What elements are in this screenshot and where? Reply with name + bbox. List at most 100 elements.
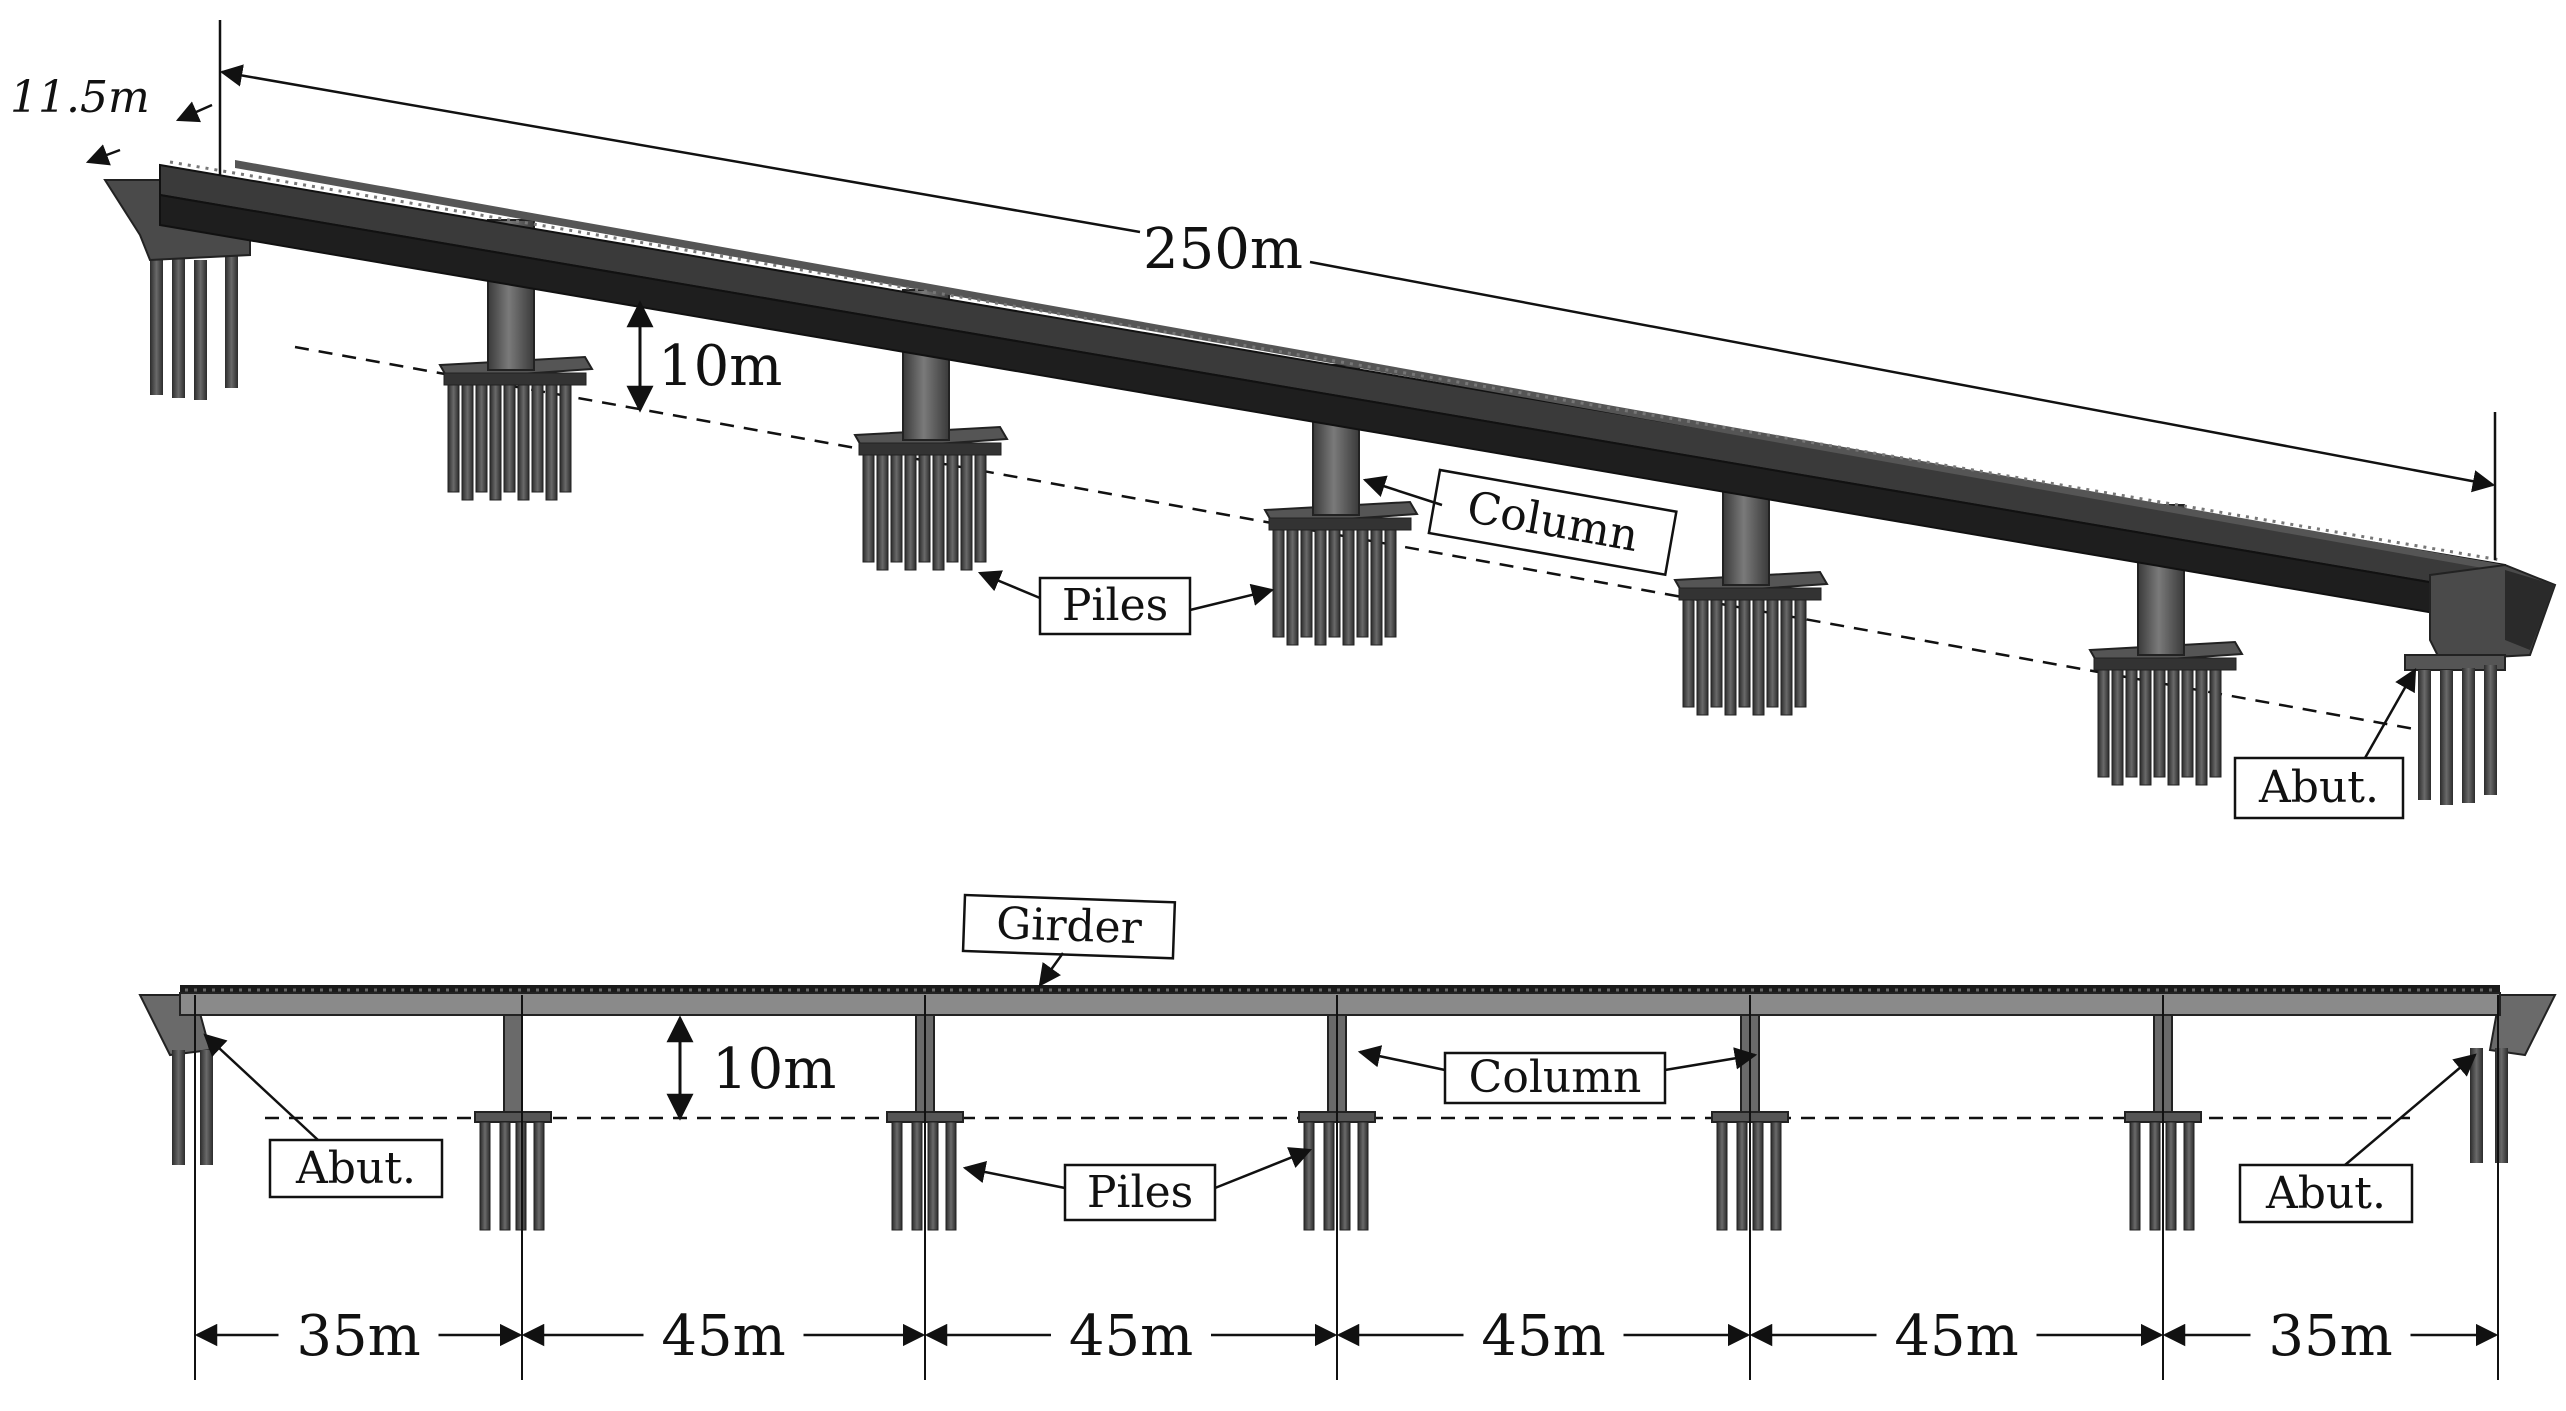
- piles-leader-left: [977, 570, 1041, 600]
- elev-pile-cap: [474, 1111, 552, 1123]
- elev-pile: [927, 1121, 939, 1231]
- width-dim-arrow-top: [175, 101, 213, 123]
- girder-callout: Girder: [961, 893, 1177, 960]
- pile: [475, 376, 488, 493]
- pile: [1286, 521, 1299, 646]
- pile: [1724, 591, 1737, 716]
- elev-pile: [499, 1121, 511, 1231]
- elev-pile: [479, 1121, 491, 1231]
- elev-pile: [1303, 1121, 1315, 1231]
- span-label: 35m: [2268, 1304, 2392, 1369]
- deck: [159, 160, 2506, 627]
- elev-pile: [533, 1121, 545, 1231]
- pile: [2153, 661, 2166, 778]
- elev-column-callout-box: [1443, 1051, 1667, 1105]
- pile: [890, 446, 903, 563]
- elev-height-dim-label: 10m: [712, 1037, 836, 1102]
- pile: [1766, 591, 1779, 708]
- pile: [960, 446, 973, 571]
- elev-deck: [179, 992, 2501, 1016]
- perspective-view: 11.5m 250m 10m Column Piles Abut.: [10, 20, 2557, 820]
- elev-piles-callout-box: [1063, 1163, 1217, 1222]
- elev-column: [503, 1014, 523, 1119]
- pile: [876, 446, 889, 571]
- length-dim-line-right: [1309, 260, 2496, 493]
- pile: [1328, 521, 1341, 638]
- pile-cap-side: [2093, 657, 2237, 671]
- pile: [1794, 591, 1807, 708]
- pile: [2097, 661, 2110, 778]
- pile: [1738, 591, 1751, 708]
- elev-abutment-left: [138, 994, 213, 1165]
- elev-pile: [2129, 1121, 2141, 1231]
- pile: [1696, 591, 1709, 716]
- pile: [531, 376, 544, 493]
- pile: [447, 376, 460, 493]
- elevation-view: Girder 10m Column Piles Abut. Abut. 35m 4…: [138, 893, 2557, 1380]
- column-callout: Column: [1427, 468, 1678, 577]
- elev-abutment-left-label: Abut.: [295, 1143, 416, 1194]
- abutment-left-piles: [150, 252, 238, 400]
- pile: [2125, 661, 2138, 778]
- elev-pile: [1323, 1121, 1335, 1231]
- piles-callout-box: [1038, 576, 1192, 636]
- elev-abutment-left-callout-box: [268, 1138, 444, 1199]
- height-dim-label: 10m: [658, 334, 782, 399]
- pile: [2111, 661, 2124, 786]
- elev-column-label: Column: [1469, 1052, 1642, 1103]
- pile: [489, 376, 502, 501]
- column-leader: [1362, 475, 1443, 507]
- pile: [1710, 591, 1723, 708]
- pile: [2209, 661, 2222, 778]
- elev-pile: [2183, 1121, 2195, 1231]
- abutment-leader: [2363, 668, 2417, 759]
- pile-cap-side: [443, 372, 587, 386]
- girder-leader: [1038, 952, 1065, 987]
- elev-pile: [1770, 1121, 1782, 1231]
- pile: [1314, 521, 1327, 646]
- elev-pile: [911, 1121, 923, 1231]
- pile-cap-side: [1678, 587, 1822, 601]
- pile: [1780, 591, 1793, 716]
- pile: [559, 376, 572, 493]
- piles-label: Piles: [1062, 580, 1168, 631]
- pile: [1342, 521, 1355, 646]
- pile-cap-side: [858, 442, 1002, 456]
- pile: [2167, 661, 2180, 786]
- elev-abutment-right: [2470, 994, 2557, 1163]
- elev-column-leader-right: [1664, 1047, 1758, 1072]
- pile: [862, 446, 875, 563]
- pile: [904, 446, 917, 571]
- elev-pier-1: [474, 1014, 552, 1231]
- elev-piles-leader-left: [962, 1160, 1066, 1190]
- abutment-callout-box: [2233, 756, 2405, 820]
- girder-label: Girder: [995, 898, 1143, 954]
- pile: [932, 446, 945, 571]
- pile: [545, 376, 558, 501]
- pile: [1272, 521, 1285, 638]
- elev-abutment-right-callout-box: [2238, 1163, 2414, 1224]
- elev-piles-label: Piles: [1087, 1167, 1193, 1218]
- pile: [2181, 661, 2194, 778]
- piles-leader-right: [1189, 583, 1275, 612]
- span-label: 45m: [1481, 1304, 1605, 1369]
- elev-pile: [2149, 1121, 2161, 1231]
- elev-pile: [1752, 1121, 1764, 1231]
- length-dim-line-left: [219, 64, 1141, 234]
- pile: [974, 446, 987, 563]
- elev-pile: [1716, 1121, 1728, 1231]
- elev-piles-leader-right: [1214, 1147, 1313, 1190]
- elev-pile: [1357, 1121, 1369, 1231]
- elev-pile: [2165, 1121, 2177, 1231]
- pile: [1370, 521, 1383, 646]
- elev-abutment-right-leader: [2344, 1053, 2477, 1166]
- elev-abutment-right-label: Abut.: [2265, 1168, 2386, 1219]
- pile: [1384, 521, 1397, 638]
- pile: [2195, 661, 2208, 786]
- width-dim-arrow-bottom: [85, 144, 121, 166]
- pile: [503, 376, 516, 493]
- length-dim-label: 250m: [1143, 217, 1303, 282]
- elev-pile: [1736, 1121, 1748, 1231]
